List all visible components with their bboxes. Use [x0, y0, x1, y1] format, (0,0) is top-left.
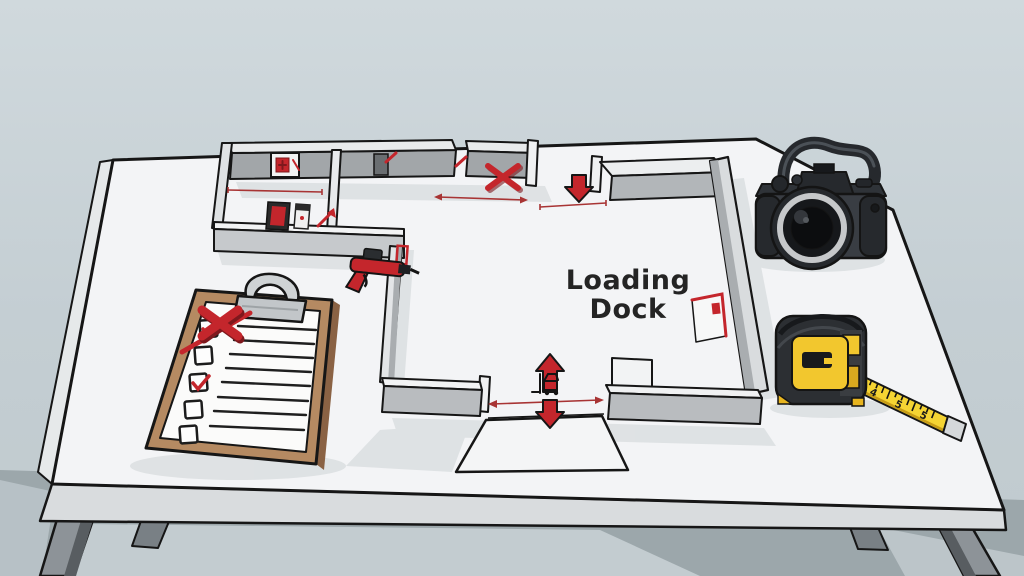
doorway — [373, 153, 389, 176]
bottom-wall-right — [605, 357, 763, 425]
entry-down-arrow-icon — [564, 174, 594, 203]
camera-grip-right — [859, 195, 887, 257]
supply-item-icon — [293, 203, 311, 230]
door-jamb-post — [589, 155, 603, 193]
tape-tick-label: 5 — [893, 399, 904, 412]
back-wall-left — [227, 139, 457, 180]
door-width-measure-line — [227, 187, 323, 195]
clipboard — [144, 272, 340, 470]
check-mark-icon — [191, 374, 211, 392]
red-slash-icon — [384, 151, 398, 164]
bottom-wall-left — [381, 375, 491, 417]
clipboard-edge — [316, 300, 340, 470]
camera-button — [870, 203, 880, 213]
camera-dial — [771, 175, 789, 193]
tape-tick-label: 4 — [868, 387, 879, 400]
door-jamb-post — [525, 139, 539, 187]
camera-hot-shoe — [813, 163, 835, 174]
floor-plan-model: Loading Dock — [211, 139, 770, 474]
door-width-measure-line — [539, 200, 607, 210]
camera-icon — [754, 136, 888, 271]
right-wall — [708, 155, 770, 397]
loading-dock-label-line2: Dock — [590, 294, 667, 325]
checkbox — [178, 424, 199, 445]
loading-dock-label-line1: Loading — [566, 265, 691, 296]
dock-door-panel-icon — [690, 292, 728, 343]
checklist-row — [188, 372, 211, 393]
table-leg-left-dark-side — [64, 517, 94, 576]
door-width-measure-line — [434, 193, 528, 204]
camera-lens — [769, 185, 855, 271]
forklift-icon — [531, 373, 559, 396]
red-check-arrow-icon — [316, 208, 336, 228]
tape-measure-icon: 4 5 5 — [774, 314, 967, 442]
camera-dial — [791, 174, 803, 186]
dock-down-arrow-icon — [535, 399, 565, 429]
checkbox — [193, 345, 214, 366]
tape-hook — [942, 415, 967, 442]
red-x-mark-icon — [485, 163, 523, 193]
paper-lines — [208, 324, 318, 432]
sealant-gun-icon — [344, 247, 420, 294]
table-leg-right-dark-side — [936, 522, 976, 576]
red-slash-icon — [454, 155, 468, 168]
checklist-row — [183, 399, 204, 420]
safety-sign-icon — [270, 152, 300, 178]
clipboard-clip — [232, 272, 308, 324]
tape-tick-label: 5 — [918, 410, 929, 423]
tape-body — [774, 314, 868, 407]
checklist-row — [193, 345, 214, 366]
alarm-panel-icon — [265, 201, 291, 231]
front-wall-left-rooms — [213, 221, 405, 259]
checkbox — [183, 399, 204, 420]
checklist-fail-x-icon — [197, 305, 245, 344]
checklist-row — [178, 424, 199, 445]
loading-dock-label: Loading Dock — [566, 265, 691, 325]
camera-button — [855, 178, 873, 188]
